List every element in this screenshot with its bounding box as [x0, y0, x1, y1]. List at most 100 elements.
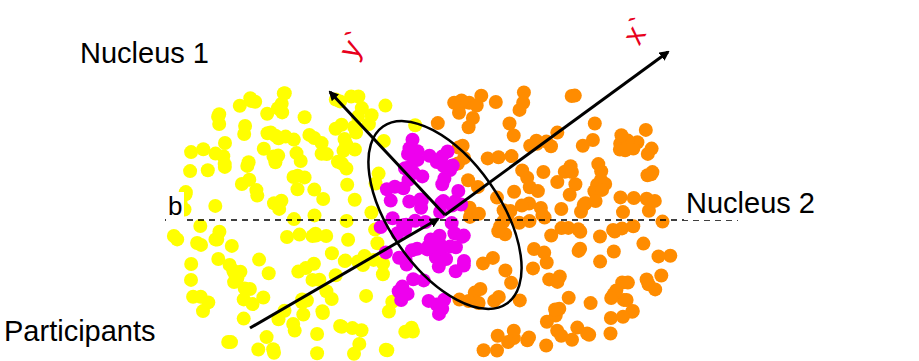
nucleon-dot: [211, 110, 225, 124]
nucleon-dot: [573, 225, 587, 239]
nucleon-dot: [344, 90, 358, 104]
nucleon-dot: [201, 163, 215, 177]
nucleon-dot: [302, 128, 316, 142]
nucleon-dot: [196, 142, 210, 156]
nucleon-dot: [348, 193, 362, 207]
nucleon-dot: [472, 207, 486, 221]
nucleon-dot: [287, 170, 301, 184]
nucleon-dot: [572, 244, 586, 258]
nucleon-dot: [376, 267, 390, 281]
nucleon-dot: [398, 325, 412, 339]
nucleon-dot: [250, 189, 264, 203]
nucleon-dot: [355, 323, 369, 337]
nucleon-dot: [315, 136, 329, 150]
nucleon-dot: [582, 328, 596, 342]
nucleon-dot: [526, 261, 540, 275]
axis-label: y`: [331, 24, 374, 66]
nucleon-dot: [473, 282, 487, 296]
nucleon-dot: [517, 85, 531, 99]
nucleon-dot: [184, 257, 198, 271]
nucleon-dot: [648, 194, 662, 208]
participant-dot: [400, 258, 414, 272]
nucleon-dot: [237, 127, 251, 141]
nucleon-dot: [492, 150, 506, 164]
nucleon-dot: [252, 253, 266, 267]
nucleon-dot: [340, 178, 354, 192]
nucleon-dot: [504, 276, 518, 290]
participant-dot: [396, 181, 410, 195]
nucleon-dot: [194, 238, 208, 252]
nucleon-dot: [242, 173, 256, 187]
participant-dot: [437, 172, 451, 186]
nucleon-dot: [316, 306, 330, 320]
nucleon-dot: [492, 290, 506, 304]
nucleon-dot: [218, 157, 232, 171]
nucleon-dot: [262, 266, 276, 280]
participant-dot: [410, 242, 424, 256]
nucleon-dot: [477, 343, 491, 357]
nucleon-dot: [588, 117, 602, 131]
nucleon-dots: [167, 85, 677, 360]
nucleon-dot: [607, 245, 621, 259]
nucleon-dot: [251, 343, 265, 357]
nucleon-dot: [476, 256, 490, 270]
participant-dot: [386, 211, 400, 225]
nucleon-dot: [280, 230, 294, 244]
nucleon-dot: [306, 273, 320, 287]
nucleon-dot: [593, 255, 607, 269]
nucleon-dot: [170, 232, 184, 246]
nucleon-dot: [621, 276, 635, 290]
nucleon-dot: [507, 324, 521, 338]
nucleon-dot: [193, 219, 207, 233]
nucleon-dot: [491, 329, 505, 343]
nucleon-dot: [310, 346, 324, 360]
participant-dot: [445, 216, 459, 230]
nucleon-dot: [536, 165, 550, 179]
participant-dot: [457, 229, 471, 243]
nucleon-dot: [555, 221, 569, 235]
nucleon-dot: [184, 273, 198, 287]
nucleon-dot: [212, 225, 226, 239]
nucleon-dot: [608, 225, 622, 239]
nucleon-dot: [515, 199, 529, 213]
nucleon-dot: [604, 327, 618, 341]
nucleon-dot: [565, 165, 579, 179]
nucleon-dot: [359, 289, 373, 303]
nucleon-dot: [626, 219, 640, 233]
axis-label: x`: [615, 10, 658, 52]
participant-dot: [439, 252, 453, 266]
nucleon-dot: [584, 296, 598, 310]
nucleon-dot: [636, 237, 650, 251]
nucleon-dot: [431, 116, 445, 130]
nucleon-dot: [591, 157, 605, 171]
nucleon-dot: [577, 198, 591, 212]
x-axis-arrow: [445, 52, 668, 215]
nucleon-dot: [224, 335, 238, 349]
nucleon-dot: [294, 154, 308, 168]
nucleon-dot: [562, 291, 576, 305]
participant-dot: [403, 141, 417, 155]
nucleon-dot: [201, 295, 215, 309]
nucleon-dot: [604, 291, 618, 305]
nucleon-dot: [639, 123, 653, 137]
y-axis-arrow: [330, 92, 445, 215]
nucleon-dot: [380, 343, 394, 357]
nucleon-dot: [183, 164, 197, 178]
participant-dot: [435, 302, 449, 316]
participant-dot: [437, 159, 451, 173]
nucleon-dot: [503, 117, 517, 131]
nucleon-dot: [286, 317, 300, 331]
nucleon-dot: [325, 246, 339, 260]
nucleon-dot: [226, 264, 240, 278]
nucleon-dot: [266, 342, 280, 356]
nucleon-dot: [513, 103, 527, 117]
nucleon-dot: [310, 327, 324, 341]
nucleon-dot: [338, 254, 352, 268]
nucleon-dot: [565, 333, 579, 347]
nucleon-dot: [335, 157, 349, 171]
nucleon-dot: [618, 143, 632, 157]
participant-dot: [443, 240, 457, 254]
nucleon-dot: [338, 132, 352, 146]
nucleon-dot: [616, 310, 630, 324]
nucleon-dot: [287, 133, 301, 147]
